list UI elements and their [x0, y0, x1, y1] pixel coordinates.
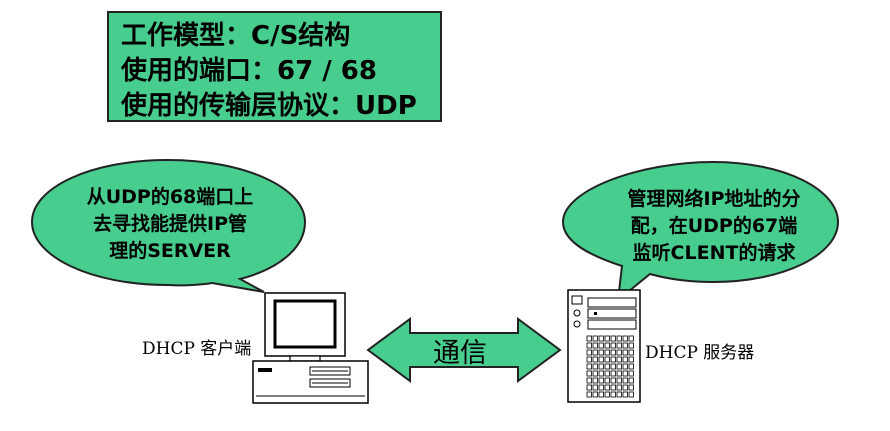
client-bubble-line: 去寻找能提供IP管	[93, 213, 247, 235]
server-vent	[598, 342, 604, 349]
server-vent	[592, 335, 598, 342]
server-vent	[610, 370, 616, 377]
server-vent	[628, 384, 634, 391]
server-vent	[628, 342, 634, 349]
server-vent	[586, 342, 592, 349]
work-model-line: 工作模型：C/S结构	[121, 21, 351, 51]
server-vent	[586, 349, 592, 356]
server-vent	[604, 363, 610, 370]
server-vent	[622, 384, 628, 391]
server-vent	[604, 384, 610, 391]
server-vent	[616, 377, 622, 384]
server-vent	[592, 349, 598, 356]
server-vent	[598, 363, 604, 370]
server-vent	[598, 349, 604, 356]
server-vent	[616, 370, 622, 377]
server-vent	[592, 356, 598, 363]
server-vent	[610, 349, 616, 356]
server-vent	[604, 335, 610, 342]
server-vent	[586, 363, 592, 370]
server-vent	[616, 356, 622, 363]
server-vent	[616, 349, 622, 356]
server-vent	[604, 342, 610, 349]
server-vent	[610, 391, 616, 398]
server-vent	[616, 384, 622, 391]
server-speech-bubble	[561, 160, 840, 303]
server-vent	[628, 370, 634, 377]
server-vent	[622, 363, 628, 370]
server-vent	[622, 342, 628, 349]
server-label: DHCP 服务器	[645, 343, 755, 363]
transport-protocol-line: 使用的传输层协议：UDP	[121, 91, 417, 121]
server-vent	[598, 335, 604, 342]
server-vent	[586, 335, 592, 342]
server-vent	[586, 377, 592, 384]
server-vent	[628, 391, 634, 398]
server-vent	[628, 356, 634, 363]
server-vent	[586, 391, 592, 398]
server-bubble-line: 配，在UDP的67端	[630, 215, 798, 237]
communication-label: 通信	[433, 338, 487, 369]
port-line: 使用的端口：67 / 68	[121, 56, 377, 86]
server-vent	[604, 391, 610, 398]
server-vent	[586, 370, 592, 377]
server-vent	[628, 335, 634, 342]
server-vent	[616, 391, 622, 398]
server-vent	[592, 377, 598, 384]
server-vent	[598, 370, 604, 377]
server-vent	[610, 342, 616, 349]
server-vent	[586, 384, 592, 391]
communication-double-arrow	[366, 317, 562, 383]
server-vent	[622, 391, 628, 398]
server-vent	[610, 377, 616, 384]
server-vent	[592, 384, 598, 391]
server-vent	[622, 335, 628, 342]
client-computer-icon	[252, 292, 369, 404]
server-vent	[604, 349, 610, 356]
server-bubble-text: 管理网络IP地址的分 配，在UDP的67端 监听CLENT的请求	[594, 186, 834, 267]
info-box: 工作模型：C/S结构 使用的端口：67 / 68 使用的传输层协议：UDP	[107, 11, 442, 122]
server-vent	[604, 356, 610, 363]
client-bubble-line: 理的SERVER	[109, 240, 231, 262]
server-bubble-line: 管理网络IP地址的分	[627, 188, 801, 210]
server-vent	[622, 349, 628, 356]
server-vent	[616, 335, 622, 342]
server-vent	[610, 384, 616, 391]
server-tower-icon	[567, 289, 641, 403]
server-vent	[610, 356, 616, 363]
server-vent	[616, 342, 622, 349]
server-vent	[586, 356, 592, 363]
server-vent	[622, 356, 628, 363]
server-vent	[592, 363, 598, 370]
server-vent	[592, 342, 598, 349]
server-vent	[598, 384, 604, 391]
client-label: DHCP 客户端	[142, 339, 252, 359]
server-vent	[628, 363, 634, 370]
server-vent	[616, 363, 622, 370]
server-vent	[622, 377, 628, 384]
server-vent	[604, 377, 610, 384]
server-vent	[592, 391, 598, 398]
server-vent	[598, 356, 604, 363]
server-vent	[604, 370, 610, 377]
server-bubble-line: 监听CLENT的请求	[632, 242, 796, 264]
server-vent	[598, 391, 604, 398]
server-vent	[628, 377, 634, 384]
server-vent	[628, 349, 634, 356]
server-vent	[592, 370, 598, 377]
server-vent	[622, 370, 628, 377]
server-vent	[598, 377, 604, 384]
client-bubble-text: 从UDP的68端口上 去寻找能提供IP管 理的SERVER	[60, 184, 280, 265]
client-bubble-line: 从UDP的68端口上	[86, 186, 254, 208]
server-vent	[610, 335, 616, 342]
client-speech-bubble	[30, 158, 307, 293]
server-vent	[610, 363, 616, 370]
